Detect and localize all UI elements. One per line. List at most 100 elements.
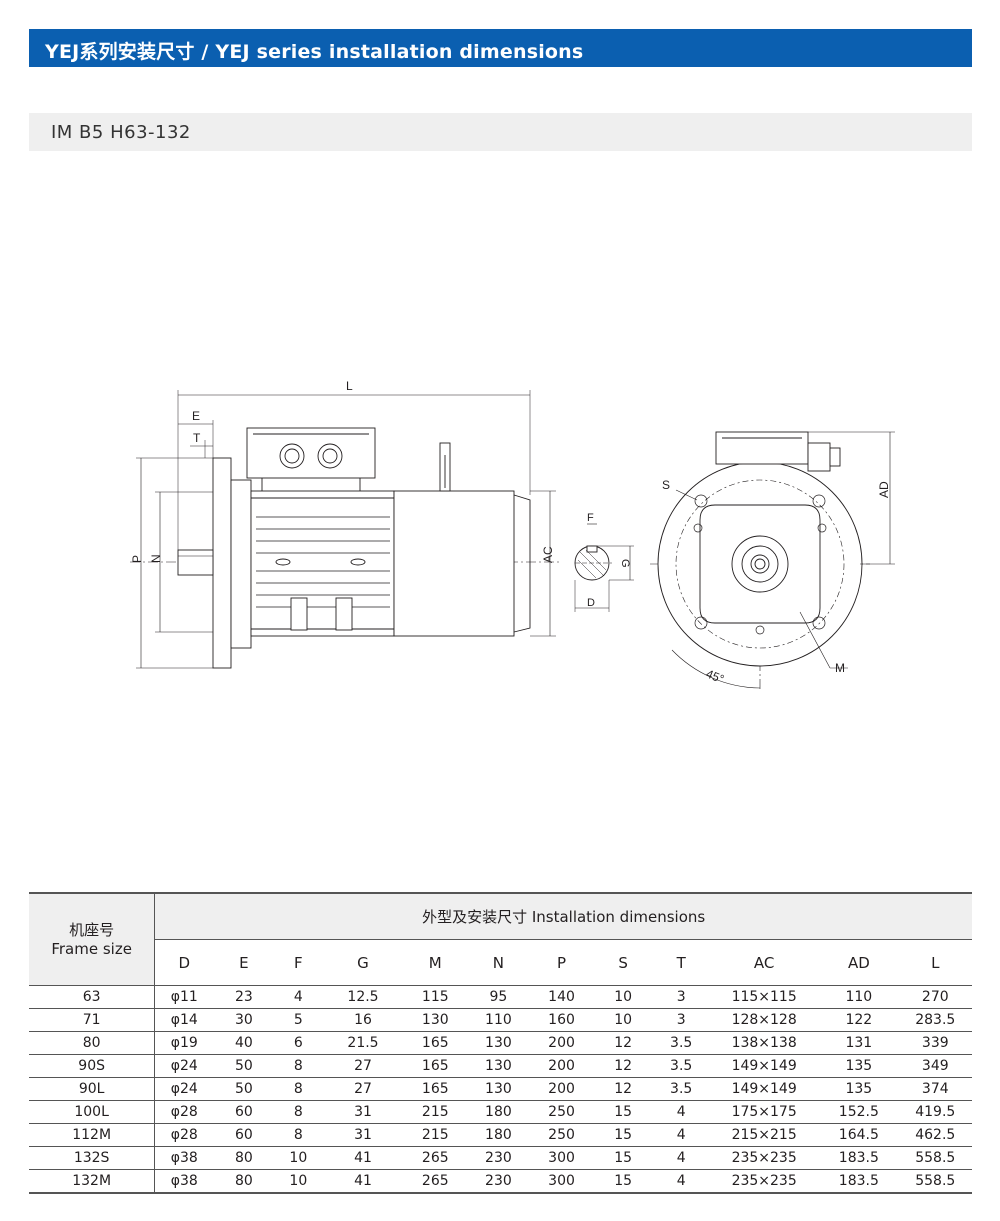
dimension-cell: 8: [274, 1054, 323, 1078]
dimension-cell: 95: [466, 985, 530, 1009]
dimension-cell: φ14: [154, 1008, 214, 1032]
dimension-cell: 8: [274, 1123, 323, 1147]
dimension-cell: 160: [529, 1008, 594, 1032]
dim-label-M: M: [835, 661, 845, 675]
dim-label-P: P: [130, 555, 144, 563]
dimension-cell: 200: [529, 1077, 594, 1101]
dimension-cell: 8: [274, 1100, 323, 1124]
dim-label-L: L: [346, 379, 353, 393]
column-header-m: M: [403, 939, 467, 986]
dimension-cell: 558.5: [898, 1146, 972, 1170]
dimension-cell: 4: [653, 1169, 710, 1194]
dim-label-AD: AD: [877, 481, 891, 498]
dimension-cell: 130: [466, 1031, 530, 1055]
column-header-d: D: [154, 939, 214, 986]
dimension-cell: 40: [213, 1031, 275, 1055]
dimension-cell: 300: [529, 1169, 594, 1194]
dimension-cell: 41: [322, 1169, 404, 1194]
dimension-cell: 122: [819, 1008, 899, 1032]
model-label: IM B5 H63-132: [51, 122, 191, 143]
frame-size-cell: 132M: [29, 1169, 156, 1194]
dimension-cell: 165: [403, 1077, 467, 1101]
dimension-cell: 16: [322, 1008, 404, 1032]
title-bar: YEJ系列安装尺寸 / YEJ series installation dime…: [29, 29, 972, 67]
dimension-cell: 300: [529, 1146, 594, 1170]
column-header-ad: AD: [819, 939, 899, 986]
dimension-cell: 3.5: [653, 1054, 710, 1078]
dimension-cell: 250: [529, 1123, 594, 1147]
dimension-cell: 149×149: [709, 1054, 820, 1078]
column-header-ac: AC: [709, 939, 820, 986]
dimension-cell: 152.5: [819, 1100, 899, 1124]
dimension-cell: 4: [653, 1100, 710, 1124]
dimension-cell: 180: [466, 1123, 530, 1147]
column-header-s: S: [593, 939, 654, 986]
dim-label-D: D: [587, 597, 595, 609]
dimension-cell: 60: [213, 1123, 275, 1147]
dim-label-G: G: [619, 559, 631, 568]
dimension-cell: 265: [403, 1169, 467, 1194]
shaft-section: [574, 523, 634, 612]
dimension-cell: 4: [653, 1146, 710, 1170]
dimension-cell: φ19: [154, 1031, 214, 1055]
dimension-cell: φ24: [154, 1077, 214, 1101]
dimension-cell: 175×175: [709, 1100, 820, 1124]
dimension-cell: 140: [529, 985, 594, 1009]
dimension-cell: 180: [466, 1100, 530, 1124]
dimension-cell: 80: [213, 1169, 275, 1194]
side-view: [130, 390, 560, 669]
dim-label-F: F: [587, 512, 594, 524]
dimension-cell: 339: [898, 1031, 972, 1055]
dimension-cell: 128×128: [709, 1008, 820, 1032]
column-header-p: P: [529, 939, 594, 986]
dimension-cell: 349: [898, 1054, 972, 1078]
dimension-cell: 31: [322, 1100, 404, 1124]
dimension-cell: 462.5: [898, 1123, 972, 1147]
dimension-cell: 10: [593, 1008, 654, 1032]
dimension-cell: 15: [593, 1123, 654, 1147]
dimension-cell: φ38: [154, 1146, 214, 1170]
dimension-cell: 6: [274, 1031, 323, 1055]
dimension-cell: 149×149: [709, 1077, 820, 1101]
frame-size-cell: 90L: [29, 1077, 156, 1101]
frame-size-cell: 100L: [29, 1100, 156, 1124]
dimension-cell: 12: [593, 1031, 654, 1055]
frame-size-cell: 71: [29, 1008, 156, 1032]
dimension-cell: 60: [213, 1100, 275, 1124]
angle-label-45: 45°: [704, 667, 726, 687]
dimension-cell: 30: [213, 1008, 275, 1032]
dimension-cell: 3: [653, 1008, 710, 1032]
dimension-cell: 130: [466, 1077, 530, 1101]
dimension-cell: 215: [403, 1123, 467, 1147]
column-header-e: E: [213, 939, 275, 986]
dimension-cell: 31: [322, 1123, 404, 1147]
dimension-cell: 200: [529, 1031, 594, 1055]
dimension-cell: 138×138: [709, 1031, 820, 1055]
dimensions-table: 机座号 Frame size 外型及安装尺寸 Installation dime…: [29, 892, 972, 1194]
dimension-cell: 5: [274, 1008, 323, 1032]
dimension-cell: φ28: [154, 1100, 214, 1124]
frame-size-cell: 90S: [29, 1054, 156, 1078]
installation-dimensions-header: 外型及安装尺寸 Installation dimensions: [154, 892, 972, 940]
dimension-cell: 15: [593, 1169, 654, 1194]
frame-size-cell: 112M: [29, 1123, 156, 1147]
dimension-cell: 3: [653, 985, 710, 1009]
frame-size-header: 机座号 Frame size: [29, 892, 156, 986]
dimension-cell: 230: [466, 1146, 530, 1170]
dimension-cell: 130: [466, 1054, 530, 1078]
column-header-n: N: [466, 939, 530, 986]
dim-label-T: T: [193, 431, 201, 445]
dimension-cell: 250: [529, 1100, 594, 1124]
dimension-cell: 12: [593, 1054, 654, 1078]
dimension-cell: 135: [819, 1054, 899, 1078]
dimension-cell: 270: [898, 985, 972, 1009]
dimension-cell: 230: [466, 1169, 530, 1194]
dimension-cell: 50: [213, 1054, 275, 1078]
dimension-cell: φ11: [154, 985, 214, 1009]
